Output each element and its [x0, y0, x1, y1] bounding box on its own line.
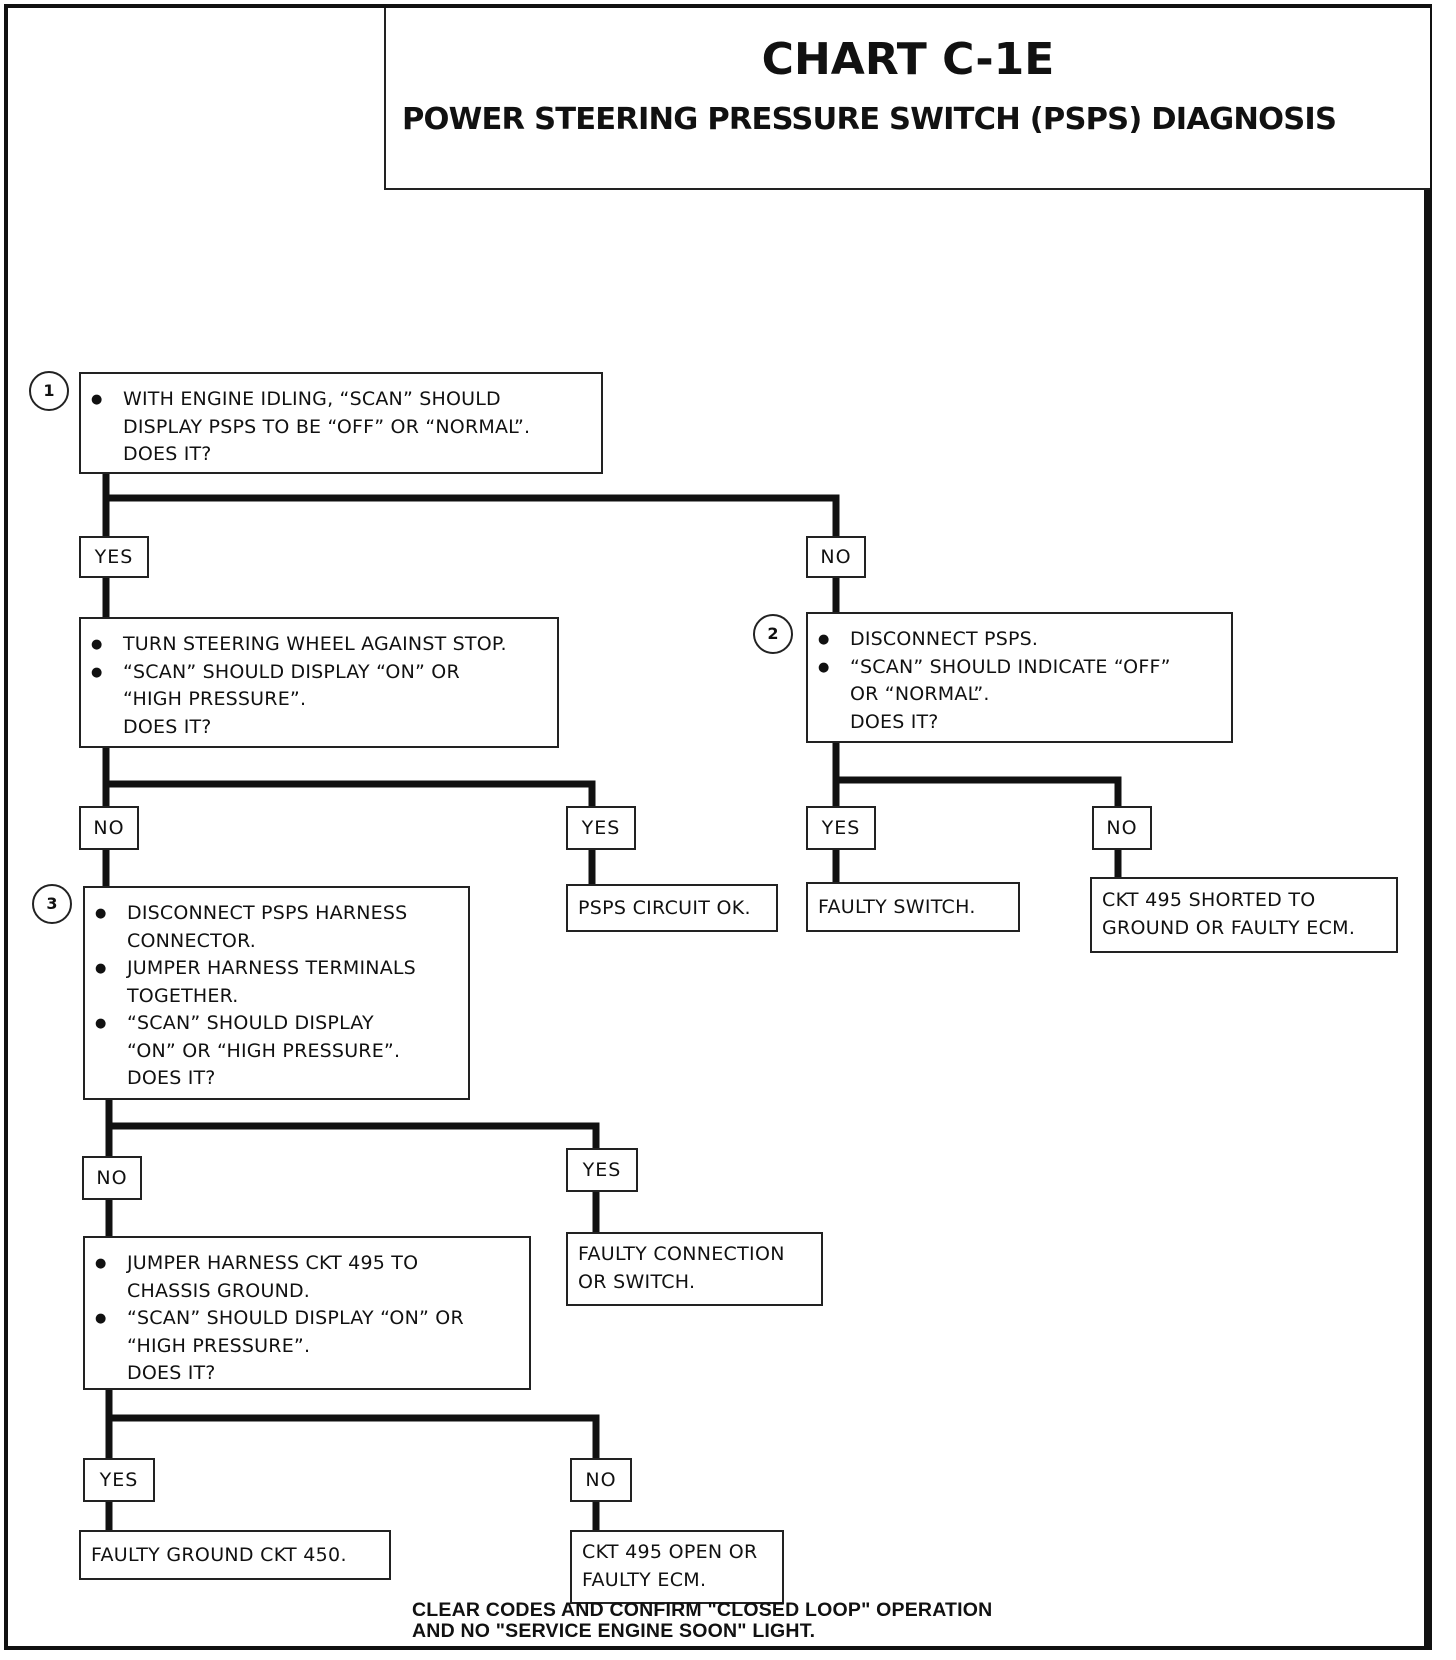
result-faulty-connection: FAULTY CONNECTION OR SWITCH. [566, 1232, 823, 1306]
step-1-line: WITH ENGINE IDLING, “SCAN” SHOULD [81, 386, 601, 414]
result-ckt495-open-line: FAULTY ECM. [582, 1569, 707, 1591]
step-1a-box: TURN STEERING WHEEL AGAINST STOP. “SCAN”… [79, 617, 559, 748]
connector-s4-no [105, 1414, 600, 1462]
step-2-no-label: NO [1092, 806, 1152, 850]
step-3-question: DOES IT? [127, 1067, 216, 1089]
step-1-line: DISPLAY PSPS TO BE “OFF” OR “NORMAL”. [123, 415, 531, 438]
step-3-line: “ON” OR “HIGH PRESSURE”. [127, 1039, 401, 1062]
step-2-line: OR “NORMAL”. [850, 683, 990, 705]
step-4-line: “SCAN” SHOULD DISPLAY “ON” OR [85, 1305, 529, 1333]
step-number-2: 2 [753, 614, 793, 654]
step-1-yes-label: YES [79, 536, 149, 578]
result-ckt495-shorted-line: CKT 495 SHORTED TO [1102, 889, 1316, 911]
result-ckt495-open: CKT 495 OPEN OR FAULTY ECM. [570, 1530, 784, 1604]
step-number-1: 1 [29, 371, 69, 411]
step-4-line: JUMPER HARNESS CKT 495 TO [85, 1250, 529, 1278]
step-1a-yes-label: YES [566, 806, 636, 850]
step-1a-question: DOES IT? [123, 715, 212, 738]
title-block: CHART C-1E POWER STEERING PRESSURE SWITC… [384, 8, 1430, 190]
result-psps-circuit-ok: PSPS CIRCUIT OK. [566, 884, 778, 932]
step-2-question: DOES IT? [850, 710, 939, 733]
step-4-line: CHASSIS GROUND. [127, 1279, 311, 1302]
step-2-yes-label: YES [806, 806, 876, 850]
step-3-line: JUMPER HARNESS TERMINALS [85, 955, 468, 983]
connector-s3-yes [105, 1122, 600, 1154]
step-2-line: “SCAN” SHOULD INDICATE “OFF” [808, 654, 1231, 682]
result-faulty-switch: FAULTY SWITCH. [806, 882, 1020, 932]
page-frame-right-edge [1426, 4, 1432, 1650]
result-faulty-connection-line: FAULTY CONNECTION [578, 1243, 785, 1265]
step-1a-line: “SCAN” SHOULD DISPLAY “ON” OR [81, 659, 557, 687]
result-ckt495-open-line: CKT 495 OPEN OR [582, 1541, 758, 1563]
connector-s1-no [102, 494, 840, 540]
step-4-no-label: NO [570, 1458, 632, 1502]
footer-line: AND NO "SERVICE ENGINE SOON" LIGHT. [412, 1620, 816, 1642]
step-4-line: “HIGH PRESSURE”. [127, 1334, 311, 1357]
result-ckt495-shorted: CKT 495 SHORTED TO GROUND OR FAULTY ECM. [1090, 877, 1398, 953]
step-4-yes-label: YES [83, 1458, 155, 1502]
step-3-line: CONNECTOR. [127, 929, 257, 952]
result-faulty-connection-line: OR SWITCH. [578, 1271, 696, 1293]
step-2-line: DISCONNECT PSPS. [808, 626, 1231, 654]
result-ckt495-shorted-line: GROUND OR FAULTY ECM. [1102, 917, 1356, 939]
chart-title: CHART C-1E [761, 34, 1055, 85]
step-3-line: TOGETHER. [127, 984, 239, 1007]
step-1a-no-label: NO [79, 806, 139, 850]
step-3-box: DISCONNECT PSPS HARNESS CONNECTOR. JUMPE… [83, 886, 470, 1100]
step-1a-line: TURN STEERING WHEEL AGAINST STOP. [81, 631, 557, 659]
step-1-box: WITH ENGINE IDLING, “SCAN” SHOULD DISPLA… [79, 372, 603, 474]
step-3-line: DISCONNECT PSPS HARNESS [85, 900, 468, 928]
connector-s2-no [832, 776, 1122, 812]
step-4-question: DOES IT? [127, 1362, 216, 1384]
footer-line: CLEAR CODES AND CONFIRM "CLOSED LOOP" OP… [412, 1599, 993, 1621]
step-1-no-label: NO [806, 536, 866, 578]
step-number-3: 3 [32, 884, 72, 924]
step-1-question: DOES IT? [123, 443, 212, 465]
step-2-box: DISCONNECT PSPS. “SCAN” SHOULD INDICATE … [806, 612, 1233, 743]
step-4-box: JUMPER HARNESS CKT 495 TO CHASSIS GROUND… [83, 1236, 531, 1390]
step-1a-line: “HIGH PRESSURE”. [123, 688, 307, 710]
footer-instruction: CLEAR CODES AND CONFIRM "CLOSED LOOP" OP… [412, 1600, 992, 1642]
connector-s1a-yes [102, 780, 596, 812]
step-3-line: “SCAN” SHOULD DISPLAY [85, 1010, 468, 1038]
step-3-no-label: NO [82, 1156, 142, 1200]
chart-subtitle: POWER STEERING PRESSURE SWITCH (PSPS) DI… [402, 102, 1337, 137]
result-faulty-ground: FAULTY GROUND CKT 450. [79, 1530, 391, 1580]
step-3-yes-label: YES [566, 1148, 638, 1192]
